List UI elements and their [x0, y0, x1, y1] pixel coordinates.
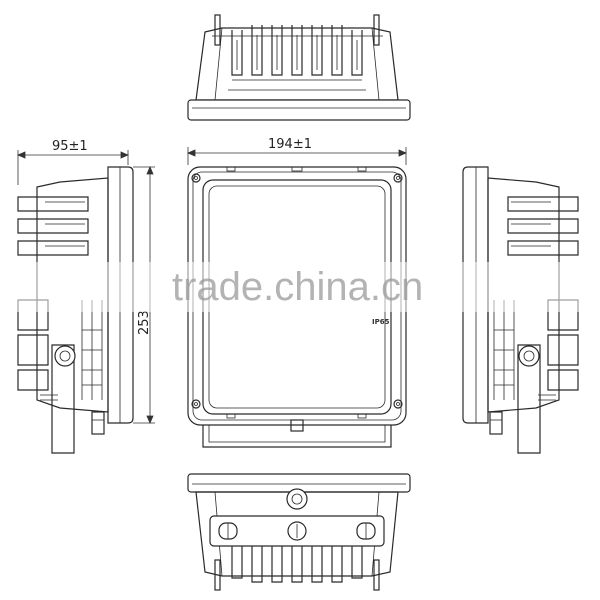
- width-dimension-label: 194±1: [268, 137, 312, 152]
- left-view-bracket-knob: [54, 345, 76, 367]
- dimension-width: 194±1: [186, 137, 408, 165]
- watermark-text: trade.china.cn: [172, 265, 423, 309]
- top-view: [187, 14, 411, 121]
- front-view-bracket: [202, 425, 392, 448]
- bottom-view: [187, 473, 411, 591]
- left-view-bracket: [51, 344, 75, 454]
- top-view-fins: [214, 14, 380, 76]
- dimension-depth: 95±1: [16, 139, 130, 185]
- watermark: trade.china.cn: [0, 262, 600, 312]
- corner-screws: [191, 173, 403, 409]
- ip-rating-label: IP65: [372, 318, 390, 326]
- front-view-cable-gland: [290, 419, 304, 432]
- bottom-view-cable-gland: [286, 488, 308, 510]
- top-view-base-plate: [187, 99, 411, 121]
- height-dimension-label: 253: [137, 310, 152, 335]
- right-view-bracket-knob: [518, 345, 540, 367]
- depth-dimension-label: 95±1: [52, 139, 88, 154]
- right-view-bracket: [517, 344, 541, 454]
